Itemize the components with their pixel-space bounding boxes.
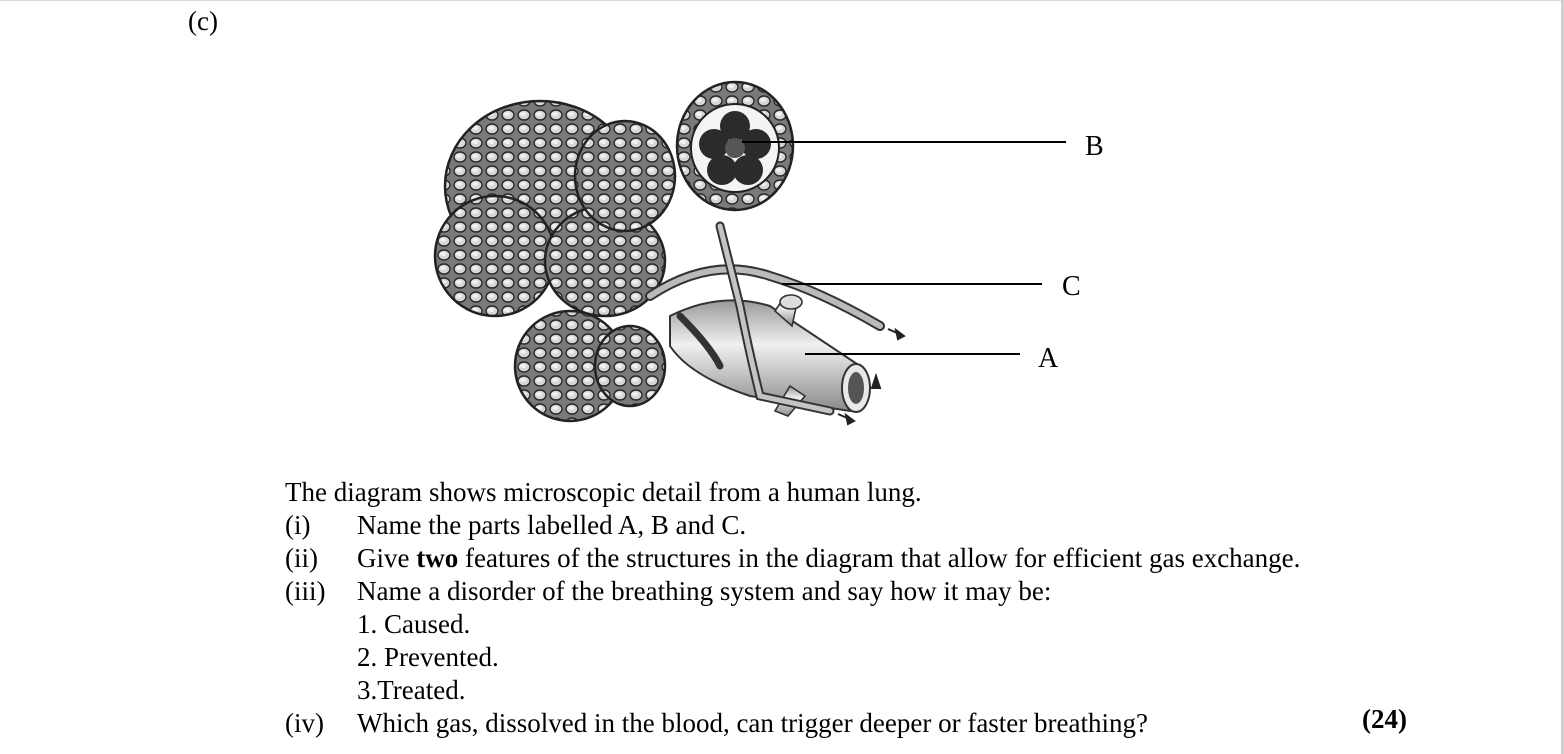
- sub-item-text: 1. Caused.: [357, 609, 471, 639]
- item-text-post: features of the structures in the diagra…: [458, 543, 1301, 573]
- alveolar-cluster-bottom: [513, 309, 667, 423]
- item-number: (i): [285, 510, 311, 540]
- item-text-pre: Give: [357, 543, 417, 573]
- bronchiole-tube: [669, 294, 871, 417]
- page-top-border: [0, 0, 1564, 1]
- question-intro: The diagram shows microscopic detail fro…: [285, 477, 922, 507]
- item-text-bold: two: [416, 543, 459, 573]
- marks-total: (24): [1362, 704, 1407, 734]
- flow-arrows: [837, 327, 906, 426]
- question-item-iv: (iv) Which gas, dissolved in the blood, …: [285, 707, 1148, 740]
- item-text: Name the parts labelled A, B and C.: [357, 510, 747, 540]
- lung-alveoli-diagram: [433, 80, 1066, 426]
- item-number: (ii): [285, 543, 318, 573]
- question-item-i: (i) Name the parts labelled A, B and C.: [285, 509, 922, 542]
- sub-item-text: 3.Treated.: [357, 675, 466, 705]
- item-number: (iii): [285, 576, 326, 606]
- label-a: A: [1038, 343, 1059, 374]
- question-item-iii: (iii) Name a disorder of the breathing s…: [285, 575, 1051, 608]
- page-scrollbar-edge: [1561, 0, 1564, 754]
- sectioned-alveolus: [675, 80, 795, 212]
- item-text: Name a disorder of the breathing system …: [357, 576, 1052, 606]
- question-item-ii: (ii) Give two features of the structures…: [285, 542, 1300, 575]
- sub-item-caused: 1. Caused.: [285, 608, 922, 641]
- item-text: Give two features of the structures in t…: [357, 542, 1300, 575]
- item-text: Which gas, dissolved in the blood, can t…: [357, 708, 1148, 738]
- label-b: B: [1085, 131, 1104, 162]
- alveolar-cluster-left: [433, 99, 677, 318]
- part-label: (c): [188, 6, 218, 36]
- sub-item-text: 2. Prevented.: [357, 642, 499, 672]
- capillary-vessels: [645, 221, 885, 416]
- sub-item-prevented: 2. Prevented.: [285, 641, 922, 674]
- item-number: (iv): [285, 708, 324, 738]
- label-c: C: [1062, 271, 1081, 302]
- sub-item-treated: 3.Treated.: [285, 674, 922, 707]
- question-block: The diagram shows microscopic detail fro…: [285, 476, 1300, 740]
